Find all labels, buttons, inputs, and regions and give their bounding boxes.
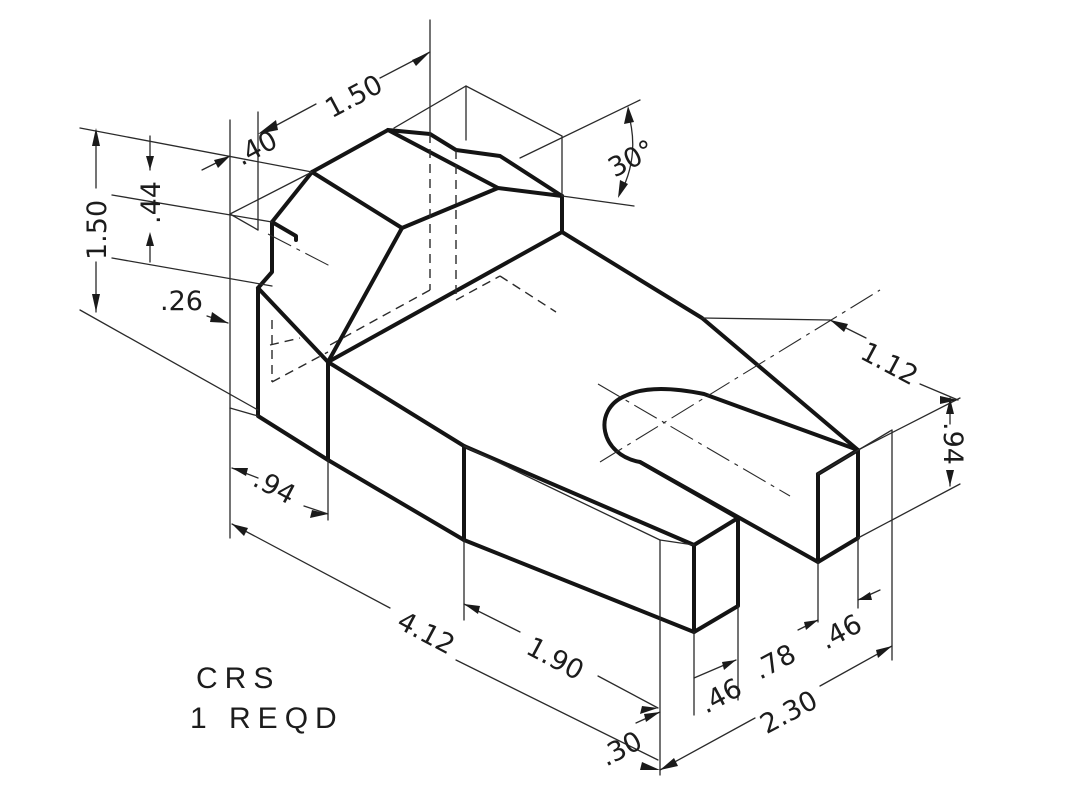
extension-lines xyxy=(79,19,961,776)
dim-overall-height: 1.50 xyxy=(82,200,113,260)
dim-base-step: .94 xyxy=(248,464,300,512)
hidden-lines xyxy=(269,134,557,383)
dim-top-length: 1.50 xyxy=(320,69,388,125)
dim-overall-length: 4.12 xyxy=(392,606,460,662)
dim-slot-length: 1.90 xyxy=(521,631,589,687)
dim-overall-width: 2.30 xyxy=(755,685,823,741)
dim-prong-left: .46 xyxy=(695,673,747,721)
dim-notch-depth: .26 xyxy=(160,286,203,317)
material-note: CRS xyxy=(196,662,280,695)
dim-step-height: .44 xyxy=(136,181,167,224)
dim-slot-gap: .78 xyxy=(749,639,801,687)
drawing-notes: CRS 1 REQD xyxy=(190,662,344,735)
arrowheads xyxy=(92,52,958,770)
quantity-note: 1 REQD xyxy=(190,702,344,735)
center-lines xyxy=(267,233,881,497)
dim-slot-width: 1.12 xyxy=(855,336,923,392)
object-outline xyxy=(256,128,860,634)
dim-angle: 30° xyxy=(603,134,660,184)
dim-right-height: .94 xyxy=(937,422,968,465)
dim-prong-right: .46 xyxy=(815,609,867,657)
